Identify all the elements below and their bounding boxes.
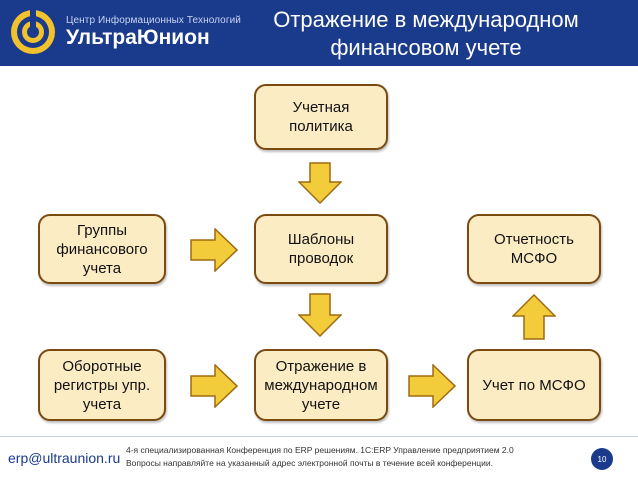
node-turnover-registers: Оборотные регистры упр. учета [38, 349, 166, 421]
slide-title: Отражение в международном финансовом уче… [236, 6, 616, 62]
logo-name: УльтраЮнион [66, 26, 210, 49]
node-international-reflection: Отражение в международном учете [254, 349, 388, 421]
node-accounting-policy: Учетная политика [254, 84, 388, 150]
footer-line-1: 4-я специализированная Конференция по ER… [126, 445, 514, 455]
arrow-right-groups-to-templates-icon [190, 228, 238, 272]
node-turnover-registers-label: Оборотные регистры упр. учета [53, 357, 151, 413]
arrow-right-reflection-to-ifrs-icon [408, 364, 456, 408]
footer-conference-info: 4-я специализированная Конференция по ER… [126, 444, 514, 470]
node-financial-groups: Группы финансового учета [38, 214, 166, 284]
logo-subtitle: Центр Информационных Технологий [66, 15, 241, 26]
arrow-right-registers-to-reflection-icon [190, 364, 238, 408]
node-accounting-policy-label: Учетная политика [289, 99, 353, 135]
footer-email-link[interactable]: erp@ultraunion.ru [8, 450, 121, 466]
footer-line-2: Вопросы направляйте на указанный адрес э… [126, 458, 494, 468]
page-number: 10 [597, 454, 607, 464]
node-posting-templates-label: Шаблоны проводок [287, 231, 355, 267]
arrow-up-ifrs-to-reporting-icon [512, 294, 556, 340]
arrow-down-templates-to-reflection-icon [298, 293, 342, 337]
arrow-down-policy-to-templates-icon [298, 162, 342, 204]
node-financial-groups-label: Группы финансового учета [56, 221, 148, 277]
node-posting-templates: Шаблоны проводок [254, 214, 388, 284]
node-ifrs-accounting: Учет по МСФО [467, 349, 601, 421]
node-ifrs-reporting-label: Отчетность МСФО [494, 231, 574, 267]
header-bar: Центр Информационных Технологий УльтраЮн… [0, 0, 638, 66]
node-ifrs-accounting-label: Учет по МСФО [482, 376, 586, 394]
logo-icon [11, 8, 55, 54]
node-international-reflection-label: Отражение в международном учете [264, 357, 378, 413]
footer-bar: erp@ultraunion.ru 4-я специализированная… [0, 436, 638, 480]
slide-title-text: Отражение в международном финансовом уче… [273, 7, 579, 60]
node-ifrs-reporting: Отчетность МСФО [467, 214, 601, 284]
page-number-badge: 10 [591, 448, 613, 470]
